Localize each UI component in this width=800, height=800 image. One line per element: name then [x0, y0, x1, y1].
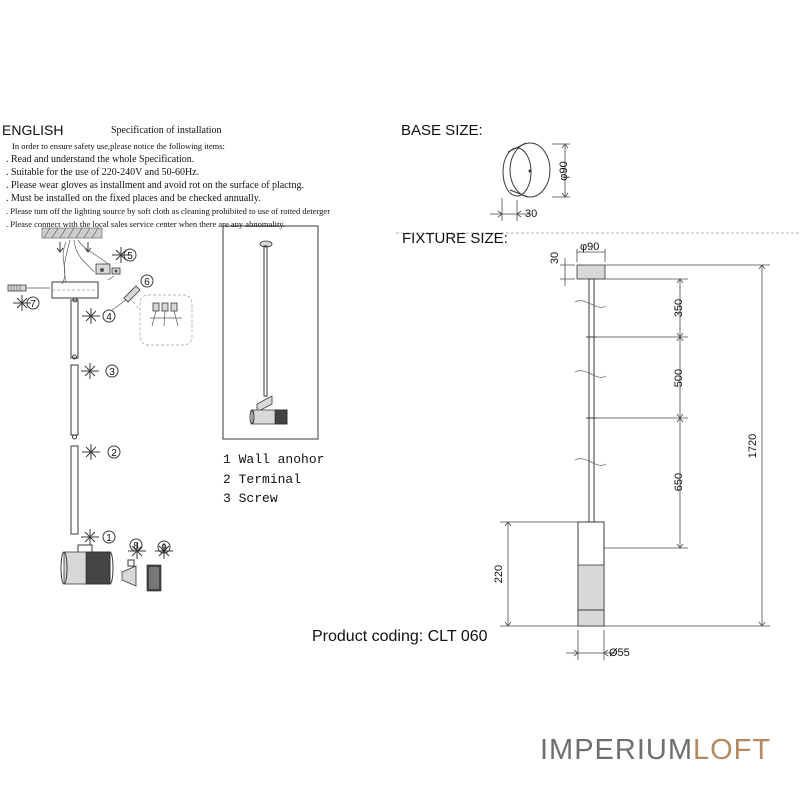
rule-item: . Please turn off the lighting source by…: [6, 206, 330, 216]
rule-text: Please turn off the lighting source by s…: [10, 206, 331, 216]
svg-text:5: 5: [127, 251, 133, 262]
callout-6: 6: [140, 274, 154, 288]
svg-text:4: 4: [106, 312, 112, 323]
brand-watermark: IMPERIUMLOFT: [540, 734, 771, 767]
svg-text:φ90: φ90: [580, 241, 599, 253]
svg-text:φ90: φ90: [558, 161, 570, 180]
rule-bullet: .: [6, 193, 9, 204]
bulb-part-8: [121, 559, 137, 587]
svg-text:30: 30: [549, 252, 561, 264]
svg-text:30: 30: [525, 208, 537, 220]
svg-text:6: 6: [144, 277, 150, 288]
svg-text:7: 7: [30, 299, 36, 310]
rule-item: . Please connect with the local sales se…: [6, 219, 285, 229]
rule-bullet: .: [6, 154, 9, 165]
callout-1: 1: [102, 530, 116, 544]
legend-item-terminal: 2 Terminal: [223, 472, 301, 487]
brand-name-accent: LOFT: [693, 734, 772, 766]
language-heading: ENGLISH: [2, 122, 64, 138]
exploded-assembly-drawing: 1 2 3 4 5 6 7 8: [7, 227, 193, 592]
safety-intro: In order to ensure safety use,please not…: [12, 141, 225, 151]
svg-text:2: 2: [111, 448, 117, 459]
rule-text: Read and understand the whole Specificat…: [11, 154, 195, 165]
product-preview-frame: [222, 225, 319, 440]
callout-7: 7: [26, 296, 40, 310]
rule-bullet: .: [6, 167, 9, 178]
rule-item: . Must be installed on the fixed places …: [6, 193, 261, 204]
wiring-detail-inset: [129, 294, 193, 346]
legend-label: Screw: [238, 491, 278, 506]
rod-segments: [70, 299, 79, 535]
rule-bullet: .: [6, 206, 9, 216]
svg-text:500: 500: [673, 369, 685, 387]
legend-label: Wall anohor: [238, 452, 325, 467]
callout-3: 3: [105, 364, 119, 378]
cover-part-9: [146, 564, 162, 592]
svg-text:350: 350: [673, 299, 685, 317]
callout-9: 9: [157, 540, 171, 554]
terminal-block: [95, 263, 121, 281]
rule-item: . Read and understand the whole Specific…: [6, 154, 194, 165]
ceiling-hatch: [41, 227, 103, 239]
fixture-size-drawing: φ90 30 350 500 650 1720 220 Ø55: [493, 241, 770, 660]
svg-text:220: 220: [493, 565, 505, 583]
rule-bullet: .: [6, 219, 9, 229]
legend-item-screw: 3 Screw: [223, 491, 278, 506]
screw-part-7: [7, 284, 50, 292]
svg-text:3: 3: [109, 367, 115, 378]
base-size-title: BASE SIZE:: [401, 122, 483, 139]
legend-number: 2: [223, 472, 231, 487]
svg-text:650: 650: [673, 473, 685, 491]
callout-2: 2: [107, 445, 121, 459]
base-size-drawing: φ90 30: [490, 142, 570, 221]
callout-8: 8: [129, 538, 143, 552]
callout-4: 4: [102, 309, 116, 323]
rule-text: Suitable for the use of 220-240V and 50-…: [11, 167, 200, 178]
brand-name-part: IMPERIUM: [540, 734, 693, 766]
rule-item: . Suitable for the use of 220-240V and 5…: [6, 167, 199, 178]
fixture-size-title: FIXTURE SIZE:: [402, 230, 508, 247]
svg-text:Ø55: Ø55: [609, 647, 630, 659]
legend-item-wall-anchor: 1 Wall anohor: [223, 452, 324, 467]
legend-number: 1: [223, 452, 231, 467]
svg-text:1: 1: [106, 533, 112, 544]
svg-text:9: 9: [161, 543, 167, 554]
rule-item: . Please wear gloves as installment and …: [6, 180, 304, 191]
mounting-plate: [51, 281, 99, 303]
legend-number: 3: [223, 491, 231, 506]
callout-5: 5: [123, 248, 137, 262]
svg-text:8: 8: [133, 541, 139, 552]
rule-text: Please connect with the local sales serv…: [10, 219, 286, 229]
connector-part-6: [111, 285, 141, 311]
spotlight-head: [60, 544, 114, 585]
product-coding: Product coding: CLT 060: [312, 628, 488, 645]
rule-bullet: .: [6, 180, 9, 191]
rule-text: Please wear gloves as installment and av…: [11, 180, 304, 191]
legend-label: Terminal: [238, 472, 302, 487]
rule-text: Must be installed on the fixed places an…: [11, 193, 261, 204]
svg-text:1720: 1720: [747, 434, 759, 458]
specification-title: Specification of installation: [111, 125, 222, 136]
